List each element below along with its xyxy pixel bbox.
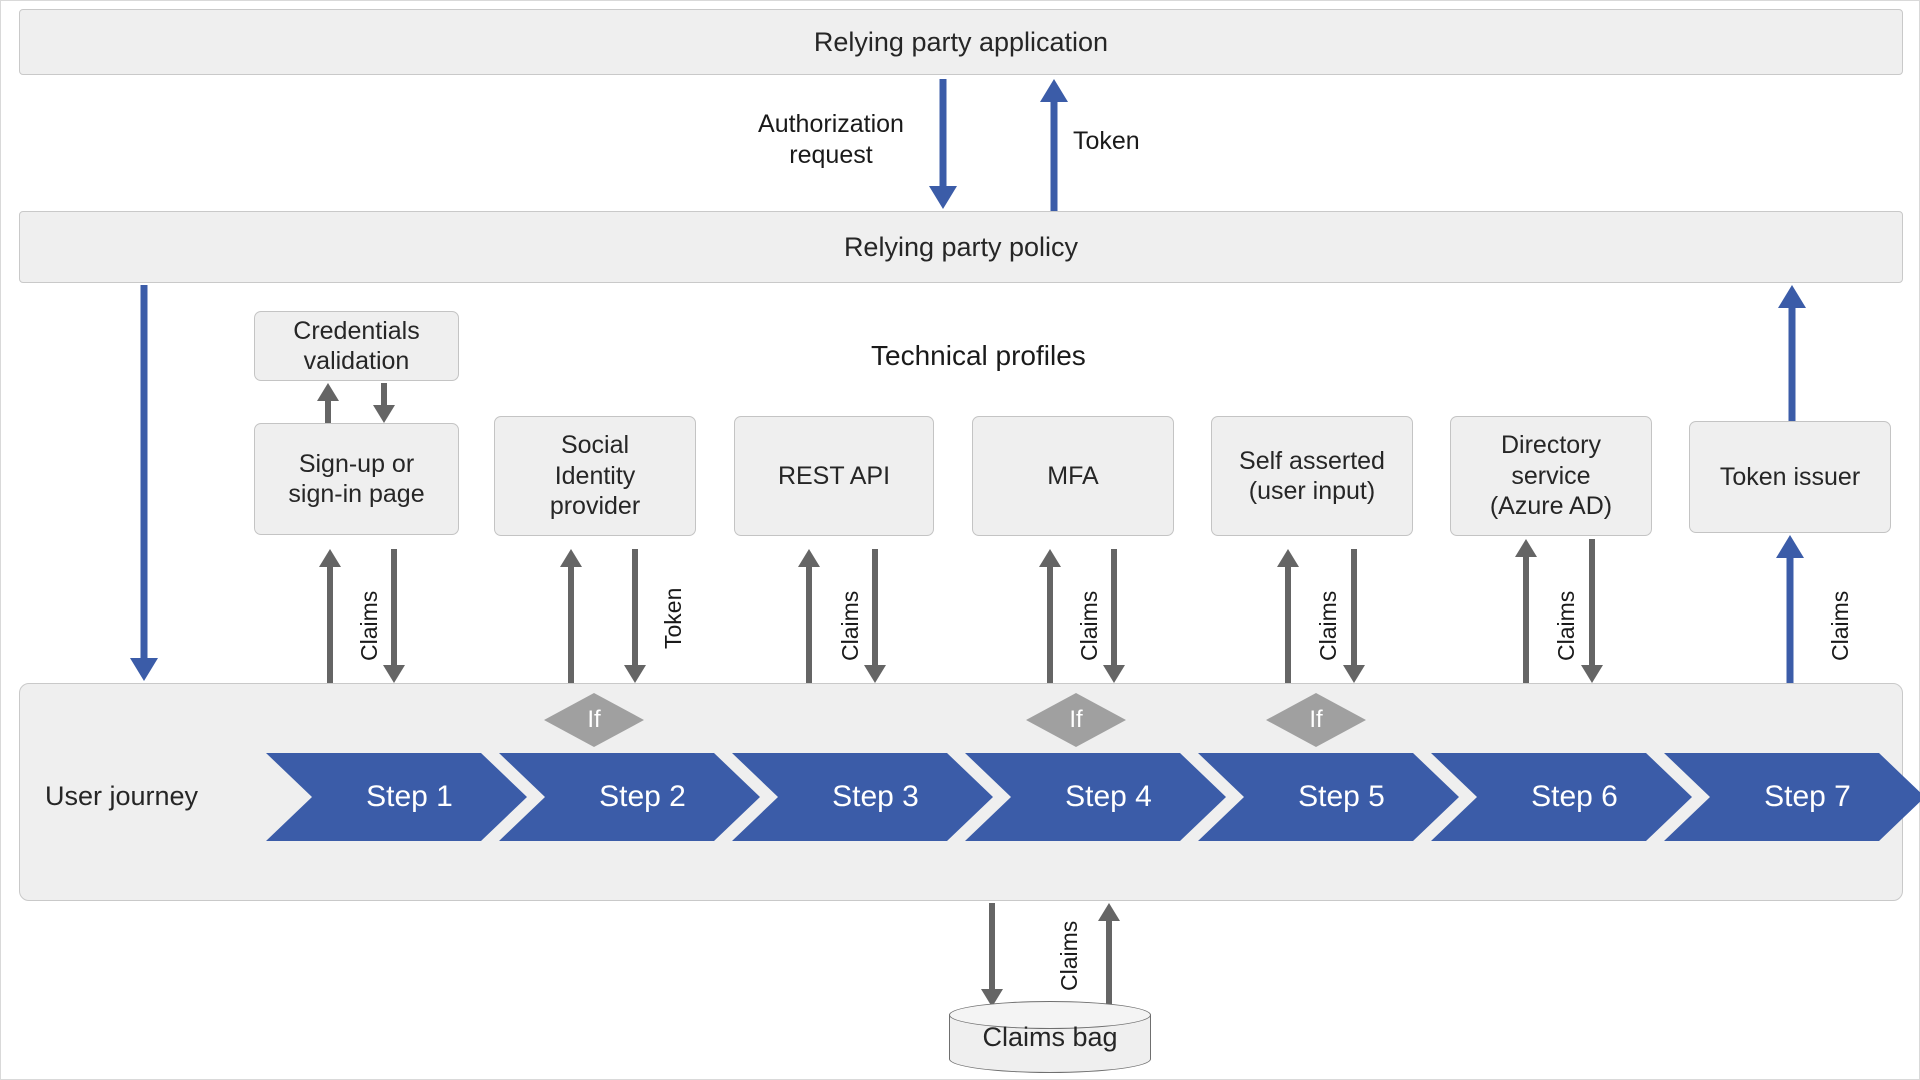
claims-bag-down-arrow bbox=[979, 903, 1005, 1007]
claims-bag-label: Claims bag bbox=[982, 1021, 1118, 1052]
user-journey-step-6[interactable]: Step 6 bbox=[1431, 753, 1692, 841]
credentials-validation-up-arrow bbox=[315, 383, 341, 423]
social-identity-provider-edge-label: Token bbox=[660, 587, 686, 649]
signup-signin-down-arrow bbox=[381, 549, 407, 683]
token-issuer-to-policy-arrow bbox=[1775, 285, 1809, 423]
signup-signin-up-arrow bbox=[317, 549, 343, 683]
technical-profile-signup-signin[interactable]: Sign-up or sign-in page bbox=[254, 423, 459, 535]
social-identity-provider-down-arrow bbox=[622, 549, 648, 683]
relying-party-policy-band: Relying party policy bbox=[19, 211, 1903, 283]
token-label: Token bbox=[1073, 127, 1140, 155]
user-journey-label: User journey bbox=[45, 781, 199, 811]
authorization-request-arrow bbox=[926, 79, 960, 211]
credentials-validation-down-arrow bbox=[371, 383, 397, 423]
claims-bag-cylinder: Claims bag bbox=[949, 1001, 1151, 1073]
directory-service-down-arrow bbox=[1579, 539, 1605, 683]
technical-profiles-title: Technical profiles bbox=[871, 340, 1086, 371]
technical-profile-self-asserted[interactable]: Self asserted (user input) bbox=[1211, 416, 1413, 536]
technical-profile-mfa[interactable]: MFA bbox=[972, 416, 1174, 536]
claims-bag-up-arrow bbox=[1096, 903, 1122, 1007]
technical-profile-token-issuer[interactable]: Token issuer bbox=[1689, 421, 1891, 533]
self-asserted-up-arrow bbox=[1275, 549, 1301, 683]
technical-profile-directory-service[interactable]: Directory service (Azure AD) bbox=[1450, 416, 1652, 536]
rest-api-down-arrow bbox=[862, 549, 888, 683]
rest-api-up-arrow bbox=[796, 549, 822, 683]
credentials-validation-box: Credentials validation bbox=[254, 311, 459, 381]
mfa-up-arrow bbox=[1037, 549, 1063, 683]
token-issuer-edge-label: Claims bbox=[1827, 590, 1853, 661]
rest-api-edge-label: Claims bbox=[837, 590, 863, 661]
signup-signin-edge-label: Claims bbox=[356, 590, 382, 661]
self-asserted-down-arrow bbox=[1341, 549, 1367, 683]
claims-bag-edge-label: Claims bbox=[1056, 920, 1082, 991]
authorization-request-label: Authorization request bbox=[758, 110, 904, 170]
technical-profile-social-identity-provider[interactable]: Social Identity provider bbox=[494, 416, 696, 536]
policy-to-user-journey-arrow bbox=[127, 285, 161, 683]
relying-party-application-band: Relying party application bbox=[19, 9, 1903, 75]
mfa-edge-label: Claims bbox=[1076, 590, 1102, 661]
token-issuer-up-arrow bbox=[1775, 535, 1805, 683]
technical-profile-rest-api[interactable]: REST API bbox=[734, 416, 934, 536]
relying-party-application-label: Relying party application bbox=[813, 26, 1109, 57]
relying-party-policy-label: Relying party policy bbox=[843, 231, 1079, 262]
social-identity-provider-up-arrow bbox=[558, 549, 584, 683]
token-arrow bbox=[1037, 79, 1071, 211]
directory-service-edge-label: Claims bbox=[1553, 590, 1579, 661]
mfa-down-arrow bbox=[1101, 549, 1127, 683]
self-asserted-edge-label: Claims bbox=[1315, 590, 1341, 661]
directory-service-up-arrow bbox=[1513, 539, 1539, 683]
claims-bag-cylinder-top bbox=[949, 1001, 1151, 1029]
